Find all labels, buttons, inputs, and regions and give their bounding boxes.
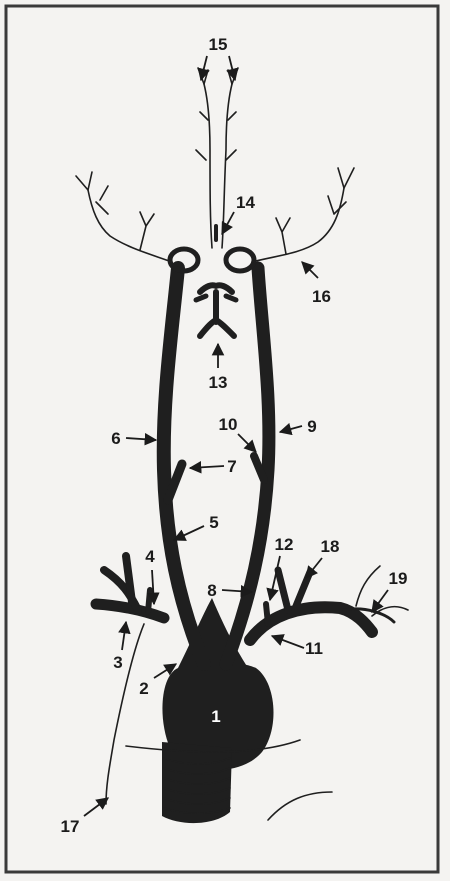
left-lateral-arborization [76, 172, 172, 262]
label-4: 4 [145, 547, 155, 566]
label-1: 1 [211, 707, 220, 726]
label-5: 5 [209, 513, 218, 532]
label-9: 9 [307, 417, 316, 436]
label-11: 11 [305, 639, 323, 658]
label-15: 15 [209, 35, 228, 54]
right-branch-complex [250, 566, 408, 640]
right-lateral-arborization [252, 168, 354, 262]
upper-arborization [196, 68, 238, 248]
label-14: 14 [236, 193, 255, 212]
label-13: 13 [209, 373, 228, 392]
body-contour-right [268, 792, 332, 820]
label-6: 6 [111, 429, 120, 448]
label-3: 3 [113, 653, 122, 672]
label-16: 16 [312, 287, 331, 306]
label-8: 8 [207, 581, 216, 600]
central-small-branch [196, 285, 236, 336]
label-17: 17 [61, 817, 80, 836]
label-2: 2 [139, 679, 148, 698]
label-10: 10 [219, 415, 238, 434]
label-19: 19 [389, 569, 408, 588]
label-7: 7 [227, 457, 236, 476]
label-12: 12 [275, 535, 294, 554]
label-18: 18 [321, 537, 340, 556]
